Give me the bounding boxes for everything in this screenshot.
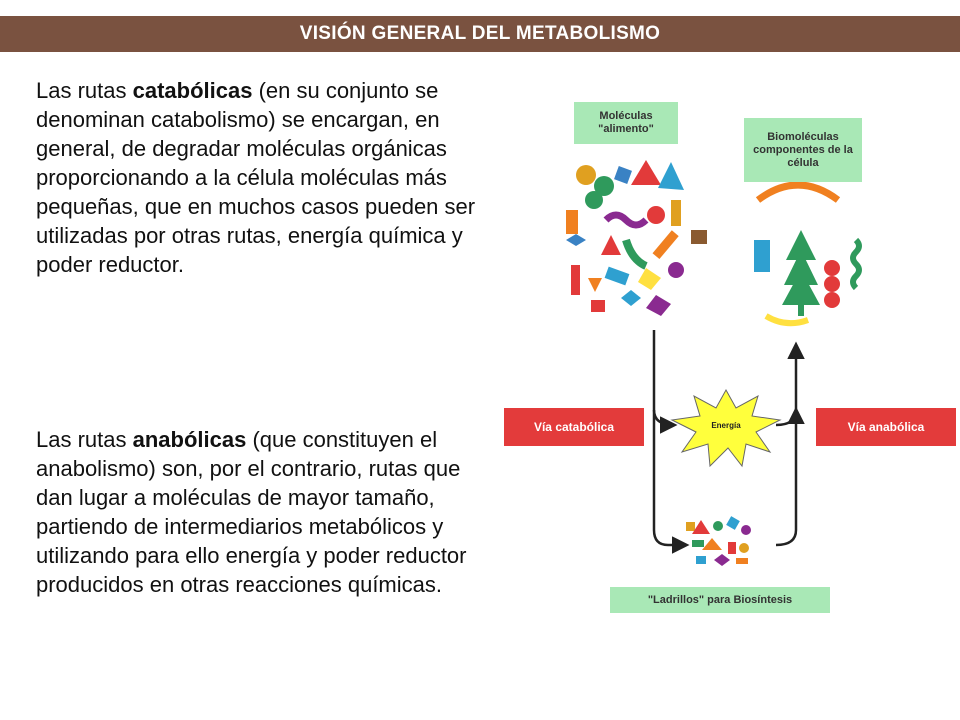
anabolic-box: Vía anabólica	[816, 408, 956, 446]
food-label-1: Moléculas	[599, 110, 653, 122]
bricks-label: "Ladrillos" para Biosíntesis	[647, 593, 793, 606]
catabolic-label: Vía catabólica	[533, 420, 615, 434]
food-label-2: "alimento"	[598, 123, 654, 135]
p1-post: (en su conjunto se denominan catabolismo…	[36, 78, 476, 277]
p1-pre: Las rutas	[36, 78, 133, 103]
diagram-graphics	[566, 160, 862, 566]
energy-star	[670, 388, 782, 468]
bio-label-3: célula	[787, 156, 819, 169]
page-title: VISIÓN GENERAL DEL METABOLISMO	[0, 16, 960, 52]
biomolecules-icon	[754, 181, 862, 327]
metabolism-diagram: Moléculas "alimento" Biomoléculas compon…	[496, 90, 960, 630]
catabolic-box: Vía catabólica	[504, 408, 644, 446]
to-energy-arrow	[652, 409, 678, 434]
p2-pre: Las rutas	[36, 427, 133, 452]
p1-bold: catabólicas	[132, 78, 253, 103]
anabolic-paragraph: Las rutas anabólicas (que constituyen el…	[36, 425, 496, 599]
p2-post: (que constituyen el anabolismo) son, por…	[36, 427, 467, 597]
bricks-box: "Ladrillos" para Biosíntesis	[610, 587, 830, 613]
bio-label-1: Biomoléculas	[767, 130, 839, 143]
from-energy-arrow	[775, 406, 805, 427]
food-molecules-icon	[566, 160, 707, 316]
bricks-icon	[686, 516, 751, 566]
anabolic-label: Vía anabólica	[847, 420, 925, 434]
bio-label-2: componentes de la	[753, 143, 853, 156]
biomolecules-box: Biomoléculas componentes de la célula	[744, 118, 862, 182]
food-molecules-box: Moléculas "alimento"	[574, 102, 678, 144]
energy-label: Energía	[711, 421, 741, 430]
p2-bold: anabólicas	[132, 427, 247, 452]
catabolic-arrow	[652, 330, 690, 554]
anabolic-arrow	[775, 341, 805, 547]
catabolic-paragraph: Las rutas catabólicas (en su conjunto se…	[36, 76, 496, 279]
